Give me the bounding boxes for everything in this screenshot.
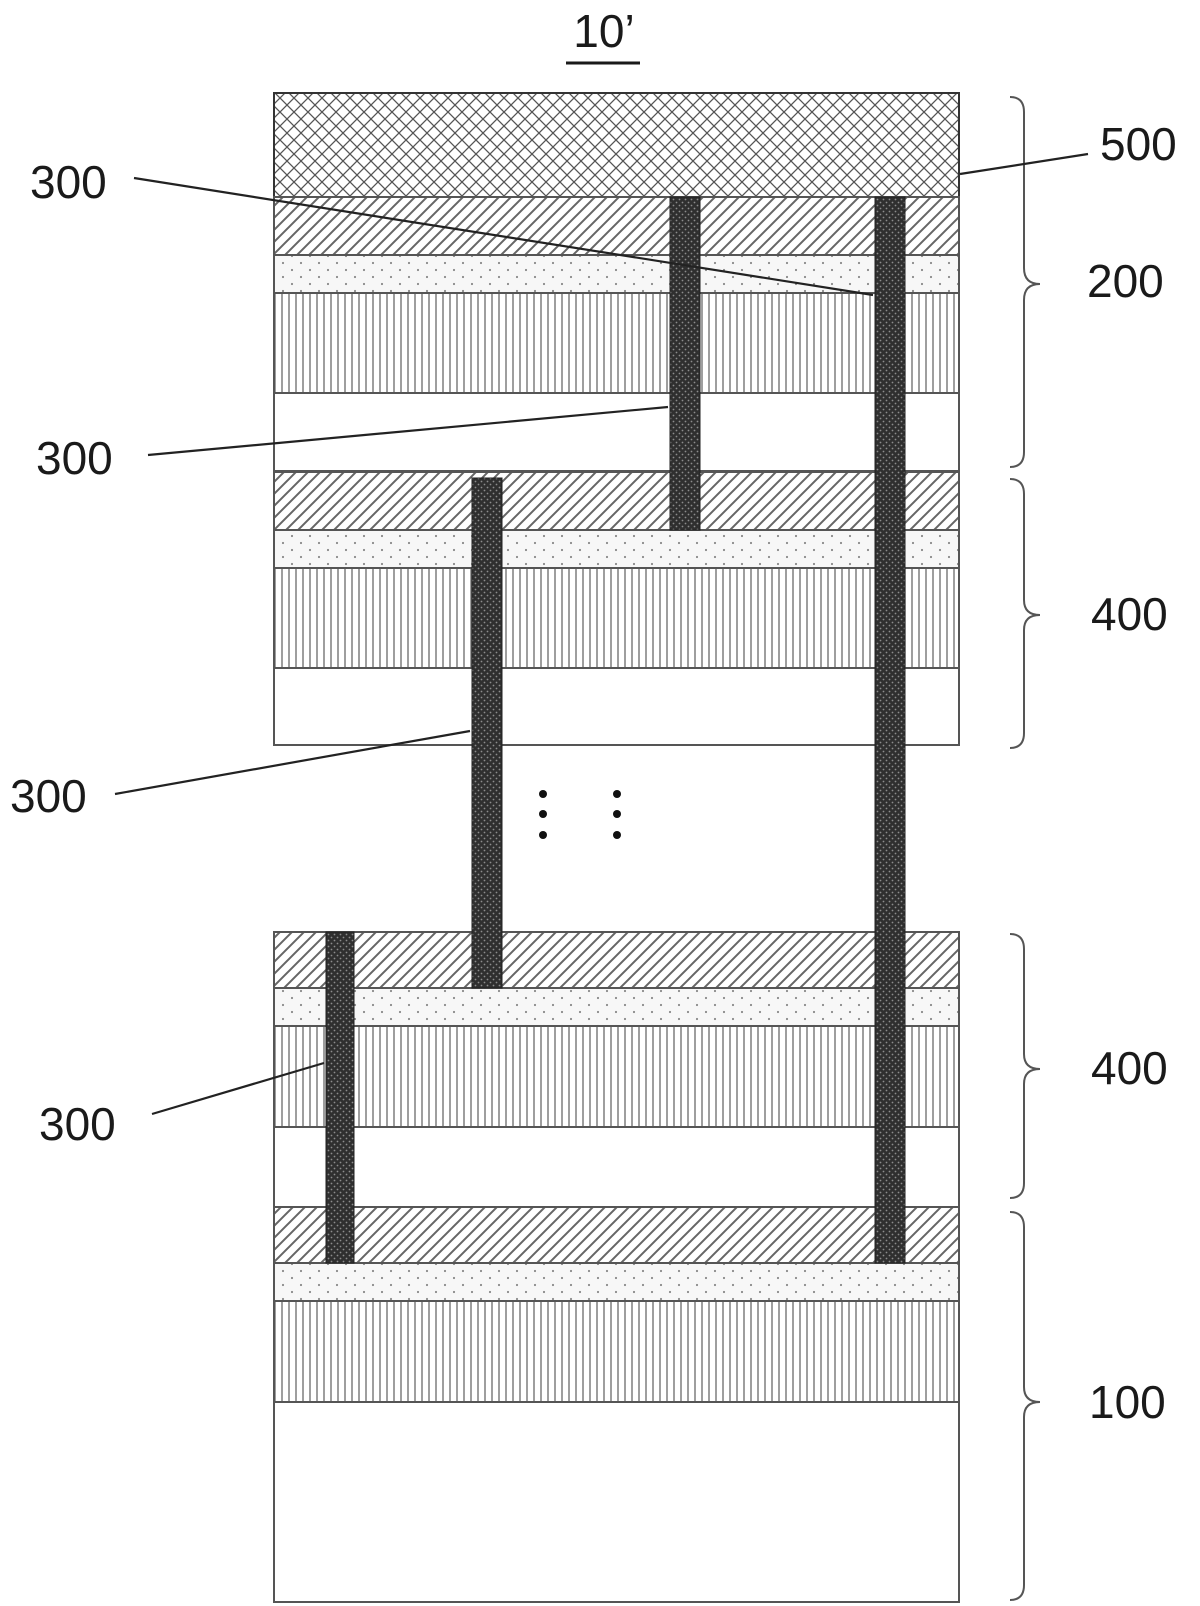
via-bottom bbox=[325, 931, 355, 1264]
leader-via-1 bbox=[133, 176, 874, 297]
leader-via-4 bbox=[151, 1061, 325, 1116]
label-100: 100 bbox=[1089, 1376, 1166, 1428]
middle-stack-400-lower bbox=[273, 931, 960, 1208]
label-via-1: 300 bbox=[30, 156, 107, 208]
via-middle bbox=[471, 477, 503, 989]
brace-400-upper bbox=[1009, 478, 1041, 749]
label-400-upper: 400 bbox=[1091, 588, 1168, 640]
ellipsis-dot bbox=[539, 790, 547, 798]
label-via-3: 300 bbox=[10, 770, 87, 822]
label-500: 500 bbox=[1100, 118, 1177, 170]
leader-via-3 bbox=[114, 729, 471, 796]
ellipsis-dot bbox=[613, 790, 621, 798]
label-400-lower: 400 bbox=[1091, 1042, 1168, 1094]
cap-layer-500 bbox=[273, 92, 960, 198]
ellipsis-dot bbox=[613, 831, 621, 839]
leader-via-2 bbox=[147, 405, 669, 457]
ellipsis-dot bbox=[539, 810, 547, 818]
label-200: 200 bbox=[1087, 255, 1164, 307]
via-long bbox=[874, 196, 906, 1264]
figure-title: 10’ bbox=[573, 5, 634, 57]
brace-200 bbox=[1009, 96, 1041, 468]
top-stack-200 bbox=[273, 196, 960, 472]
ellipsis-dot bbox=[539, 831, 547, 839]
leader-500 bbox=[959, 152, 1089, 176]
via-top bbox=[669, 196, 701, 531]
ellipsis-dot bbox=[613, 810, 621, 818]
continuation-marks: ⋮ ⋮ bbox=[539, 790, 621, 839]
label-via-4: 300 bbox=[39, 1098, 116, 1150]
label-via-2: 300 bbox=[36, 432, 113, 484]
middle-stack-400-upper bbox=[273, 471, 960, 746]
vias-300 bbox=[325, 196, 906, 1264]
brace-400-lower bbox=[1009, 933, 1041, 1199]
brace-100 bbox=[1009, 1211, 1041, 1601]
base-stack-100 bbox=[273, 1206, 960, 1603]
